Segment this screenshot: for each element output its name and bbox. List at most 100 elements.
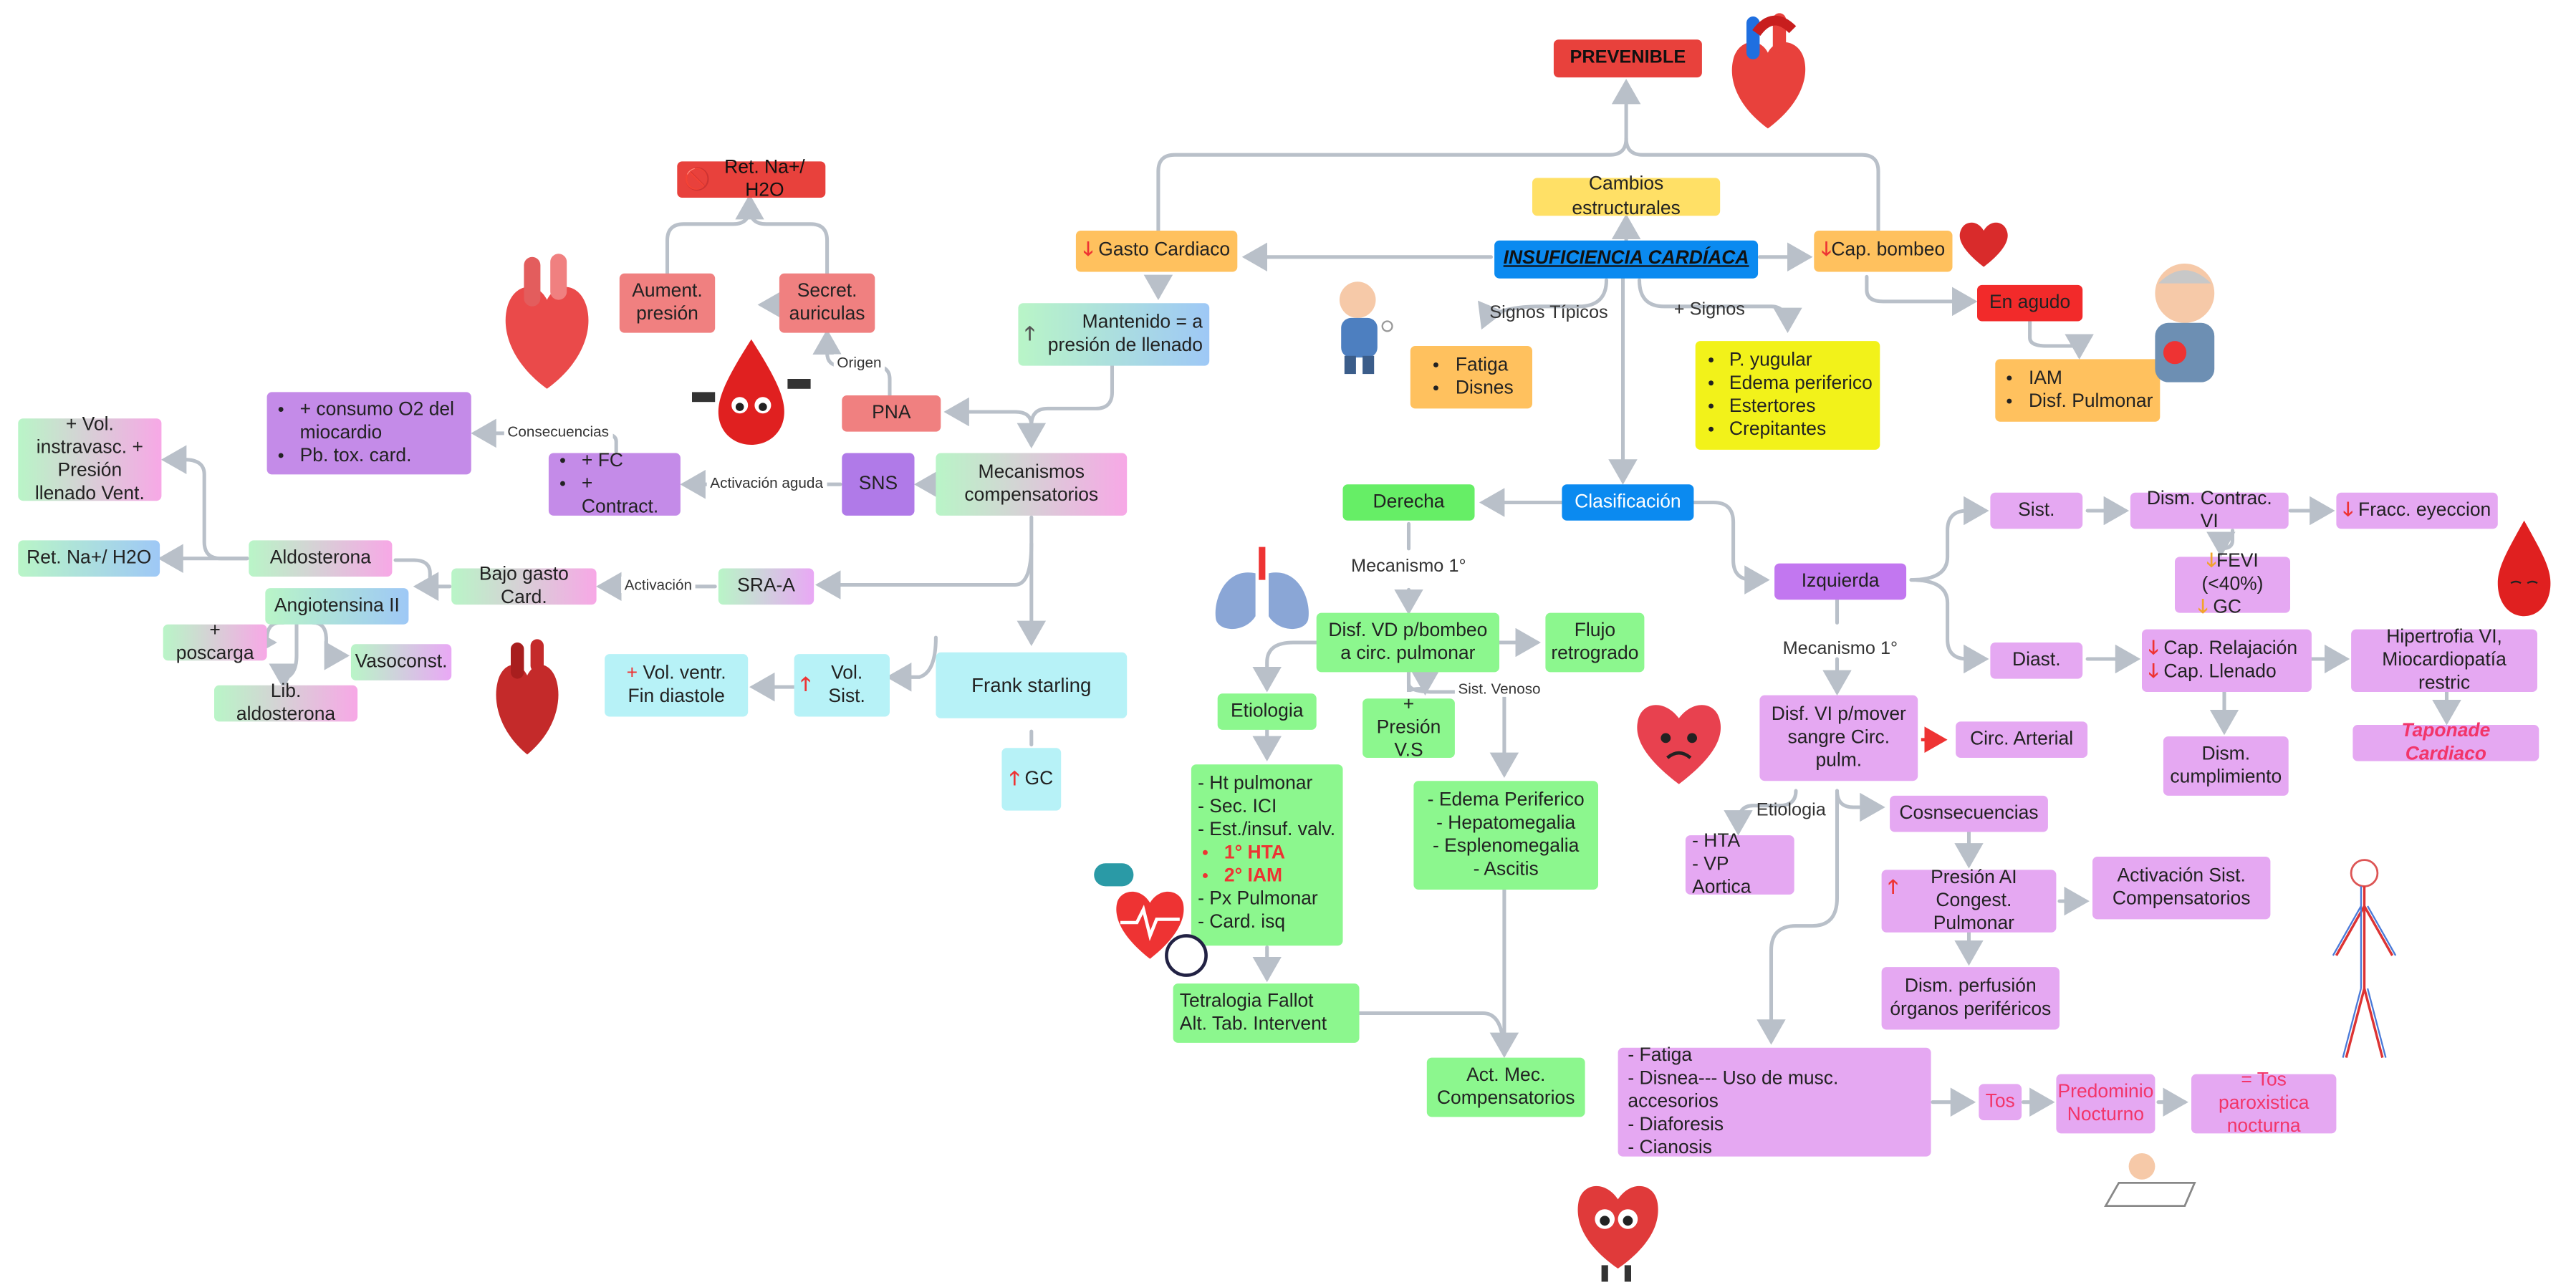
consumo-o2-node[interactable]: + consumo O2 del miocardioPb. tox. card. — [266, 392, 471, 475]
cap-llen-label: Cap. Llenado — [2163, 662, 2277, 683]
etiologia-list-node[interactable]: - Ht pulmonar - Sec. ICI - Est./insuf. v… — [1191, 764, 1343, 946]
down-arrow-icon: 🡓 — [2148, 639, 2158, 659]
izquierda-node[interactable]: Izquierda — [1774, 563, 1907, 600]
bajo-gasto-node[interactable]: Bajo gasto Card. — [451, 565, 597, 608]
flujo-retrogrado-node[interactable]: Flujo retrogrado — [1545, 612, 1645, 673]
prevenible-node[interactable]: PREVENIBLE — [1553, 39, 1702, 78]
vasoconst-node[interactable]: Vasoconst. — [350, 644, 452, 680]
hipertrofia-node[interactable]: Hipertrofia VI, Miocardiopatía restric — [2351, 627, 2537, 693]
tos-paroxistica-node[interactable]: = Tos paroxistica nocturna — [2191, 1071, 2337, 1137]
dism-perfusion-node[interactable]: Dism. perfusión órganos periféricos — [1881, 967, 2060, 1030]
lungs-icon — [1215, 547, 1309, 630]
mantenido-label: Mantenido = a presión de llenado — [1047, 312, 1203, 356]
presion-vs-node[interactable]: + Presión V.S — [1363, 696, 1455, 761]
poscarga-node[interactable]: + poscarga — [163, 621, 267, 664]
edema-list-node[interactable]: - Edema Periferico - Hepatomegalia - Esp… — [1413, 781, 1598, 890]
up-arrow-icon: 🡑 — [1009, 769, 1020, 789]
secret-auriculas-node[interactable]: Secret. auriculas — [779, 273, 875, 333]
list-item: 2° IAM — [1224, 865, 1285, 888]
cap-relajacion-node[interactable]: 🡓 Cap. Relajación 🡓 Cap. Llenado — [2142, 629, 2312, 692]
lib-aldosterona-node[interactable]: Lib. aldosterona — [214, 682, 358, 725]
plus-sign: + — [626, 663, 638, 684]
diast-node[interactable]: Diast. — [1990, 642, 2083, 679]
taponade-node[interactable]: Taponade Cardiaco — [2352, 721, 2539, 764]
up-arrow-icon: 🡑 — [1024, 324, 1035, 345]
list-item: - Px Pulmonar — [1198, 890, 1318, 910]
activacion-sist-node[interactable]: Activación Sist. Compensatorios — [2092, 857, 2271, 920]
gc-node[interactable]: 🡑 GC — [1001, 748, 1062, 811]
consecuencias-node[interactable]: Cosnsecuencias — [1890, 795, 2048, 832]
presion-ai-label: Presión AI Congest. Pulmonar — [1931, 868, 2017, 935]
vol-fin-diastole-node[interactable]: + Vol. ventr. Fin diastole — [605, 654, 749, 717]
fracc-label: Fracc. eyeccion — [2358, 501, 2491, 521]
fevi-node[interactable]: 🡓FEVI (<40%) 🡓 GC — [2175, 552, 2290, 618]
down-arrow-icon: 🡓 — [2206, 552, 2216, 572]
heart-emoji-icon — [1959, 222, 2008, 267]
list-item: Disnes — [1456, 377, 1514, 400]
fc-contract-node[interactable]: + FC+ Contract. — [548, 451, 681, 517]
list-item: - Ascitis — [1473, 860, 1539, 880]
ret-na-left-node[interactable]: Ret. Na+/ H2O — [18, 540, 160, 577]
edge-label-activacion: Activación — [621, 577, 696, 593]
disf-vd-node[interactable]: Disf. VD p/bombeo a circ. pulmonar — [1316, 612, 1499, 673]
signos-list-node[interactable]: P. yugularEdema perifericoEstertoresCrep… — [1695, 341, 1880, 450]
list-item: - Esplenomegalia — [1432, 837, 1580, 857]
ret-na-top-node[interactable]: 🚫Ret. Na+/ H2O — [677, 158, 826, 201]
down-arrow-icon: 🡓 — [1083, 241, 1093, 261]
list-item: - Sec. ICI — [1198, 797, 1277, 817]
pna-node[interactable]: PNA — [842, 395, 941, 432]
mecanismos-compensatorios-node[interactable]: Mecanismos compensatorios — [936, 453, 1128, 516]
sintomas-list-node[interactable]: - Fatiga - Disnea--- Uso de musc. acceso… — [1618, 1046, 1931, 1158]
agudo-list-node[interactable]: IAMDisf. Pulmonar — [1995, 359, 2161, 422]
disf-vi-node[interactable]: Disf. VI p/mover sangre Circ. pulm. — [1759, 695, 1918, 781]
list-item: - Edema Periferico — [1427, 790, 1585, 811]
list-item: Crepitantes — [1729, 418, 1873, 441]
circ-arterial-node[interactable]: Circ. Arterial — [1956, 721, 2088, 758]
edge-label-consecuencias: Consecuencias — [504, 423, 612, 441]
gc-label: GC — [1024, 769, 1054, 789]
presion-ai-node[interactable]: 🡑Presión AI Congest. Pulmonar — [1881, 868, 2057, 934]
heart-anatomical-icon — [505, 254, 589, 389]
heart-anatomical-icon — [496, 639, 559, 755]
list-item: Pb. tox. card. — [300, 445, 465, 468]
sist-node[interactable]: Sist. — [1990, 492, 2083, 529]
vol-instravasc-node[interactable]: + Vol. instravasc. + Presión llenado Ven… — [18, 415, 162, 504]
tetralogia-node[interactable]: Tetralogia Fallot Alt. Tab. Intervent — [1173, 983, 1360, 1043]
aument-presion-node[interactable]: Aument. presión — [619, 273, 716, 333]
insuficiencia-cardiaca-node[interactable]: INSUFICIENCIA CARDÍACA — [1494, 240, 1759, 279]
frank-starling-node[interactable]: Frank starling — [936, 652, 1128, 718]
signos-tipicos-label: Signos Típicos — [1489, 303, 1608, 323]
derecha-node[interactable]: Derecha — [1342, 484, 1475, 521]
dism-contrac-node[interactable]: Dism. Contrac. VI — [2130, 489, 2289, 532]
act-mec-node[interactable]: Act. Mec. Compensatorios — [1426, 1057, 1585, 1117]
list-item: Alt. Tab. Intervent — [1179, 1014, 1327, 1035]
list-item: - Ht pulmonar — [1198, 774, 1313, 794]
hta-vp-node[interactable]: - HTA - VP Aortica — [1685, 832, 1794, 898]
blood-drop-icon — [2497, 520, 2551, 617]
heart-character-icon — [1577, 1185, 1658, 1282]
fracc-eyeccion-node[interactable]: 🡓 Fracc. eyeccion — [2336, 492, 2498, 529]
aldosterona-node[interactable]: Aldosterona — [249, 540, 393, 577]
angiotensina-node[interactable]: Angiotensina II — [265, 588, 409, 625]
mantenido-node[interactable]: 🡑 Mantenido = a presión de llenado — [1018, 303, 1210, 366]
heart-anatomical-icon — [1731, 13, 1806, 129]
list-item: Fatiga — [1456, 354, 1514, 377]
vol-fin-label: Vol. ventr. Fin diastole — [628, 663, 726, 707]
tipicos-list-node[interactable]: FatigaDisnes — [1410, 346, 1532, 409]
dism-cumplimiento-node[interactable]: Dism. cumplimiento — [2163, 736, 2289, 796]
predominio-nocturno-node[interactable]: Predominio Nocturno — [2056, 1074, 2156, 1134]
sraa-node[interactable]: SRA-A — [718, 568, 814, 605]
etiologia-izq-label: Etiologia — [1756, 800, 1826, 821]
cap-bombeo-node[interactable]: 🡓Cap. bombeo — [1814, 231, 1953, 272]
cap-relaj-label: Cap. Relajación — [2163, 639, 2298, 659]
tos-node[interactable]: Tos — [1979, 1084, 2022, 1120]
list-item: + consumo O2 del miocardio — [300, 399, 465, 445]
gasto-cardiaco-node[interactable]: 🡓 Gasto Cardiaco — [1075, 231, 1238, 272]
clasificacion-node[interactable]: Clasificación — [1562, 484, 1694, 521]
sns-node[interactable]: SNS — [842, 453, 915, 516]
list-item: Edema periferico — [1729, 372, 1873, 395]
en-agudo-node[interactable]: En agudo — [1977, 284, 2083, 322]
cambios-estructurales-node[interactable]: Cambios estructurales — [1532, 175, 1721, 218]
vol-sist-node[interactable]: 🡑Vol. Sist. — [794, 654, 890, 717]
etiologia-der-node[interactable]: Etiologia — [1217, 693, 1317, 730]
